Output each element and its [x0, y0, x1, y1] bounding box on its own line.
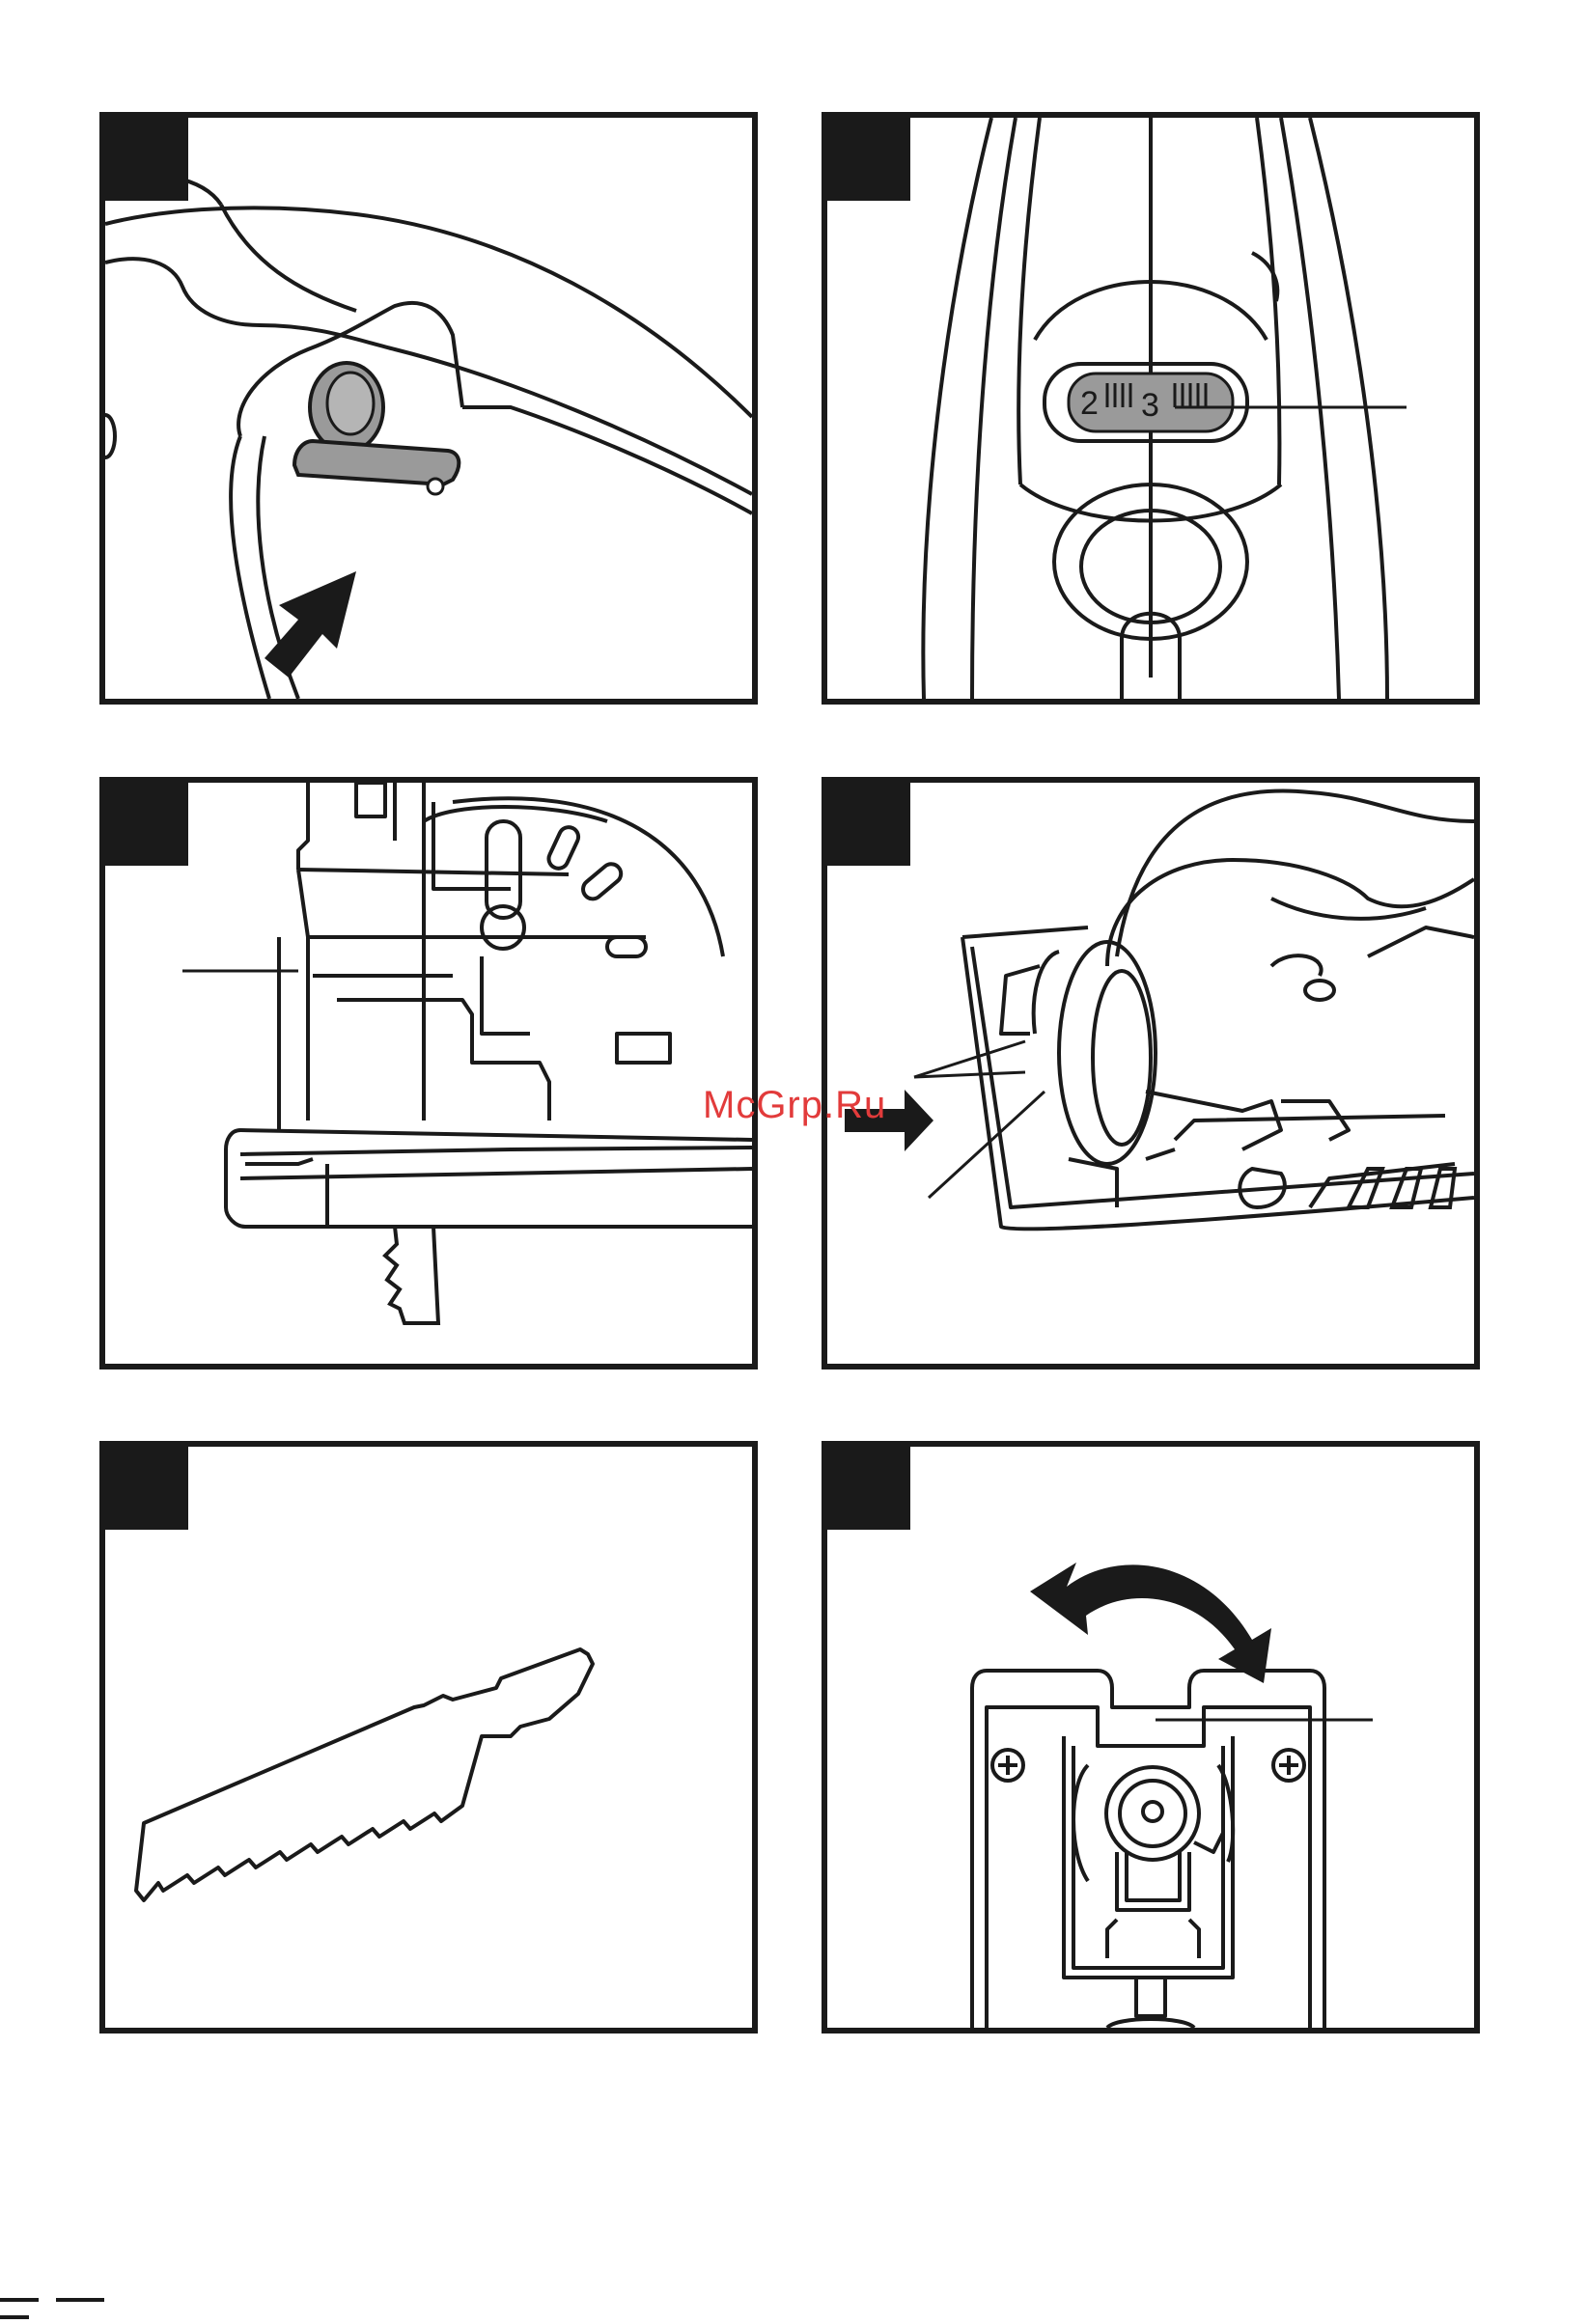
watermark: McGrp.Ru	[703, 1084, 886, 1127]
jigsaw-blade-illustration	[105, 1447, 752, 2028]
figure-5-panel	[99, 1441, 758, 2034]
shoe-side-illustration	[105, 783, 752, 1364]
figure-4-tab	[827, 783, 910, 866]
figure-1-panel	[99, 112, 758, 705]
figure-4-panel	[822, 777, 1480, 1370]
handle-illustration	[105, 118, 752, 699]
speed-dial-illustration: 2 3	[827, 118, 1474, 699]
figure-5-tab	[105, 1447, 188, 1530]
blade-clamp-illustration	[827, 783, 1474, 1364]
rotate-arrow-icon	[1030, 1563, 1271, 1683]
dial-digit-2: 2	[1080, 385, 1099, 422]
arrow-up-icon	[265, 571, 356, 678]
figure-3-panel	[99, 777, 758, 1370]
figure-1-tab	[105, 118, 188, 201]
blade-icon	[385, 1227, 438, 1323]
blade-icon	[136, 1649, 593, 1900]
blade-holder-illustration	[827, 1447, 1474, 2028]
footer-mark	[0, 2289, 154, 2293]
figure-2-tab	[827, 118, 910, 201]
dial-digit-3: 3	[1141, 387, 1159, 424]
figure-6-tab	[827, 1447, 910, 1530]
figure-6-panel	[822, 1441, 1480, 2034]
figure-2-panel: 2 3	[822, 112, 1480, 705]
figure-3-tab	[105, 783, 188, 866]
